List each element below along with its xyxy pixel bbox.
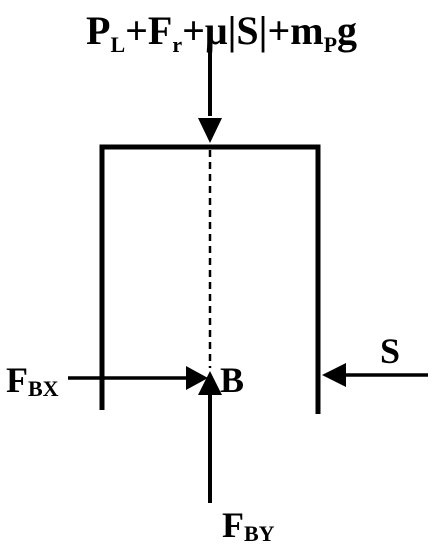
point-b-label: B [220,360,244,400]
left-force-arrowhead [186,366,208,390]
right-force-label: S [380,331,400,371]
bottom-force-arrowhead [198,371,222,395]
right-force-arrowhead [322,363,346,387]
bottom-force-label: FBY [222,505,275,546]
left-force-label: FBX [6,360,59,401]
top-force-label: PL+Fr+μ|S|+mPg [86,8,357,57]
frame-outline [99,144,321,414]
top-force-arrowhead [198,118,222,143]
